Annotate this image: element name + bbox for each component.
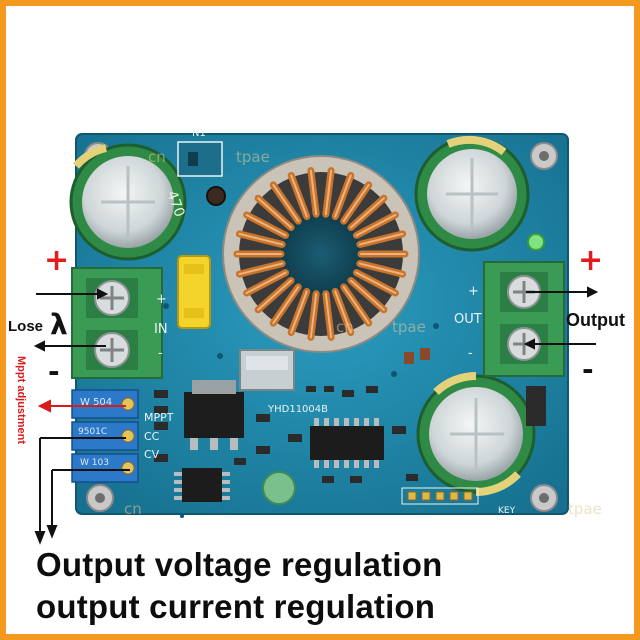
circuit-board-illustration [33, 133, 599, 545]
copper-winding-highlight [324, 292, 333, 339]
silk-cc: CC [144, 430, 160, 443]
capacitor-bottom-right [416, 372, 536, 496]
copper-winding-highlight [358, 232, 404, 246]
key-header [407, 491, 473, 501]
copper-winding-highlight [324, 169, 333, 216]
controller-ic [174, 468, 230, 502]
copper-winding-highlight [290, 174, 308, 218]
caption-current-regulation: output current regulation [36, 588, 436, 625]
n1-connector [177, 141, 223, 177]
copper-winding-highlight [342, 183, 370, 223]
copper-winding-highlight [272, 183, 300, 223]
regulator-ic [184, 380, 244, 450]
watermark-1: cn [148, 148, 166, 166]
watermark-3: cn [336, 318, 354, 336]
pot-label-1: W 504 [80, 397, 113, 408]
copper-winding-highlight [349, 197, 385, 229]
input-plus-sign: + [44, 243, 70, 278]
mppt-adjustment-label: Mppt adjustment [15, 356, 27, 444]
mppt-arrow [37, 399, 126, 413]
copper-winding-highlight [257, 197, 293, 229]
watermark-6: tpae [568, 500, 602, 518]
silk-in-plus: + [156, 292, 167, 307]
input-terminal-block [71, 267, 163, 379]
copper-winding-highlight [257, 279, 293, 311]
output-minus-sign: - [582, 353, 594, 386]
op-amp-ic [310, 418, 384, 468]
output-label: Output [566, 310, 625, 330]
watermark-4: tpae [392, 318, 426, 336]
copper-winding-highlight [238, 232, 284, 246]
silk-key: KEY [498, 506, 516, 516]
copper-winding-highlight [342, 285, 370, 325]
lambda-symbol: λ [50, 308, 68, 341]
green-component [262, 471, 296, 505]
input-minus-sign: - [48, 355, 60, 388]
capacitor-top-left [69, 143, 187, 261]
caption-voltage-regulation: Output voltage regulation [36, 546, 443, 583]
silk-model: YHD11004B [268, 404, 328, 415]
input-label: Lose [8, 318, 44, 335]
pcb-vias [163, 303, 439, 518]
watermark-5: cn [124, 500, 142, 518]
capacitor-top-right [414, 135, 530, 252]
silk-mppt: MPPT [144, 411, 174, 424]
potentiometer-stack [71, 389, 139, 483]
annotation-arrows [33, 286, 599, 545]
copper-winding-highlight [245, 213, 287, 237]
small-capacitor [206, 186, 226, 206]
copper-winding-highlight [334, 290, 352, 334]
copper-winding-highlight [238, 262, 284, 276]
copper-winding-highlight [290, 290, 308, 334]
copper-winding-highlight [309, 169, 318, 216]
toroid-inductor [222, 155, 420, 353]
resistors [404, 348, 430, 364]
copper-winding-highlight [355, 213, 397, 237]
copper-winding-highlight [358, 262, 404, 276]
smd-components [154, 386, 546, 483]
output-plus-sign: + [578, 243, 604, 278]
copper-winding-highlight [245, 271, 287, 295]
copper-winding-highlight [272, 285, 300, 325]
copper-winding-highlight [349, 279, 385, 311]
copper-winding-highlight [309, 292, 318, 339]
silk-n1: N1 [192, 128, 206, 139]
watermark-2: tpae [236, 148, 270, 166]
power-led [527, 233, 545, 251]
output-terminal-block [483, 261, 565, 377]
silk-cv: CV [144, 448, 160, 461]
silk-in-label: IN [154, 322, 168, 337]
pot-label-3: W 103 [80, 458, 109, 468]
copper-winding-highlight [334, 174, 352, 218]
pot-label-2: 9501C [78, 427, 108, 437]
copper-winding-highlight [355, 271, 397, 295]
silk-out-minus: - [468, 346, 473, 361]
silk-out-plus: + [468, 284, 479, 299]
silk-out-label: OUT [454, 312, 482, 327]
silk-in-minus: - [158, 346, 163, 361]
